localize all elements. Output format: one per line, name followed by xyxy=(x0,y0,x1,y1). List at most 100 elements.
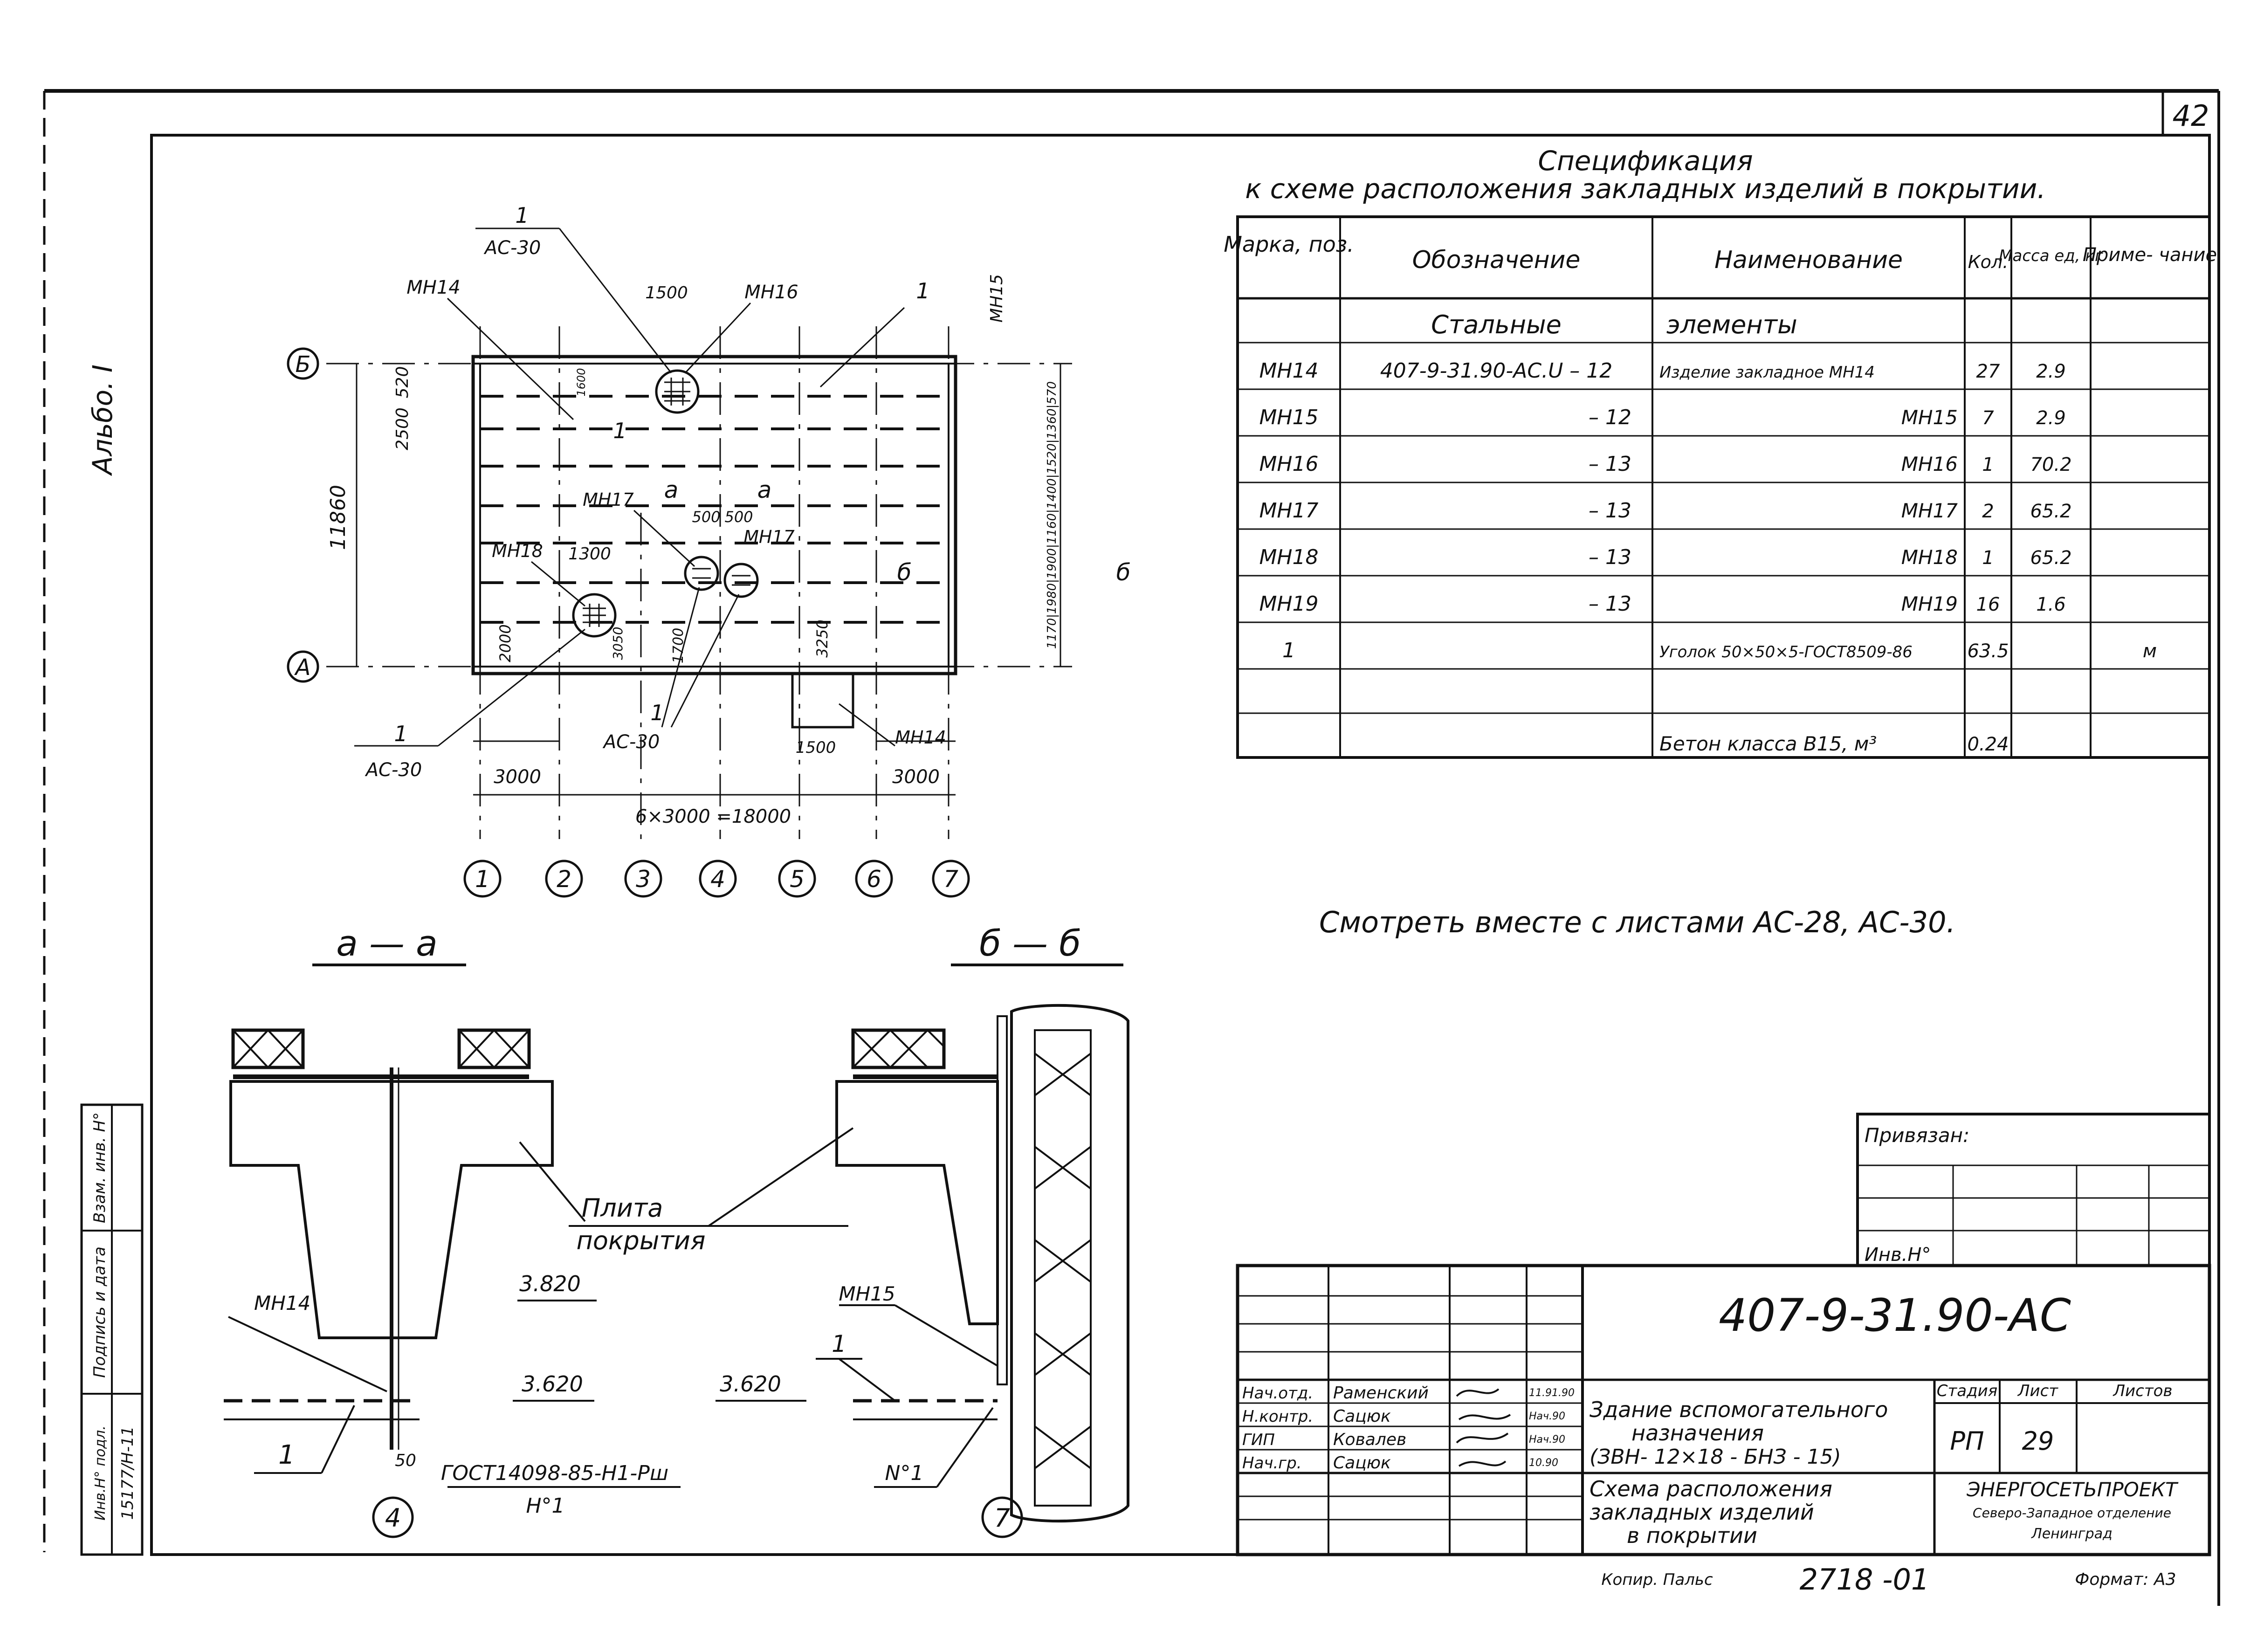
role-2: ГИП xyxy=(1242,1431,1275,1449)
spec-cell-designation: 407-9-31.90-АС.U – 12 xyxy=(1380,359,1613,383)
section-aa-plate-1: Плита xyxy=(582,1193,663,1223)
dim-bay-right: 3000 xyxy=(892,766,940,788)
date-0: 11.91.90 xyxy=(1529,1387,1575,1399)
inv-podl-label: Инв.Н° подл. xyxy=(92,1425,109,1521)
section-bb: б — б МН15 1 3.620 N°1 7 xyxy=(716,922,1129,1538)
mark-mh14-top: МН14 xyxy=(406,277,461,298)
date-2: Нач.90 xyxy=(1529,1434,1565,1446)
signatures xyxy=(1456,1388,1511,1467)
footer-copied: Копир. Пальс xyxy=(1601,1570,1713,1589)
ref-1-top: 1 xyxy=(515,203,529,228)
dim-2500: 2500 xyxy=(393,407,412,450)
mark-mh14-bottom: МН14 xyxy=(895,727,946,748)
spec-cell-qty: 2 xyxy=(1982,501,1994,522)
name-1: Сацюк xyxy=(1333,1407,1391,1426)
section-bb-title: б — б xyxy=(979,922,1081,964)
spec-cell-mass: 65.2 xyxy=(2030,501,2071,522)
doc-code: 407-9-31.90-АС xyxy=(1719,1289,2071,1342)
embedded-parts xyxy=(572,369,759,638)
section-bb-pos: 1 xyxy=(832,1330,846,1357)
spec-cell-designation: – 13 xyxy=(1589,592,1631,616)
hdr-name: Наименование xyxy=(1714,246,1903,274)
axis-columns: 1 2 3 4 5 6 7 xyxy=(463,860,970,898)
spec-cell-name: Уголок 50×50×5-ГОСТ8509-86 xyxy=(1659,643,1913,661)
spec-cell-name: МН19 xyxy=(1901,592,1958,615)
mark-mh17-right: МН17 xyxy=(743,527,795,547)
spec-cell-qty: 27 xyxy=(1976,361,2000,382)
name-2: Ковалев xyxy=(1333,1430,1406,1449)
elev-top: 3.820 xyxy=(519,1271,581,1296)
spec-cell-note: м xyxy=(2143,640,2157,662)
spec-cell-name: МН18 xyxy=(1901,546,1958,569)
plan-dimensions: 11860 3000 3000 6×3000 =18000 1500 1500 … xyxy=(326,283,1061,827)
axis-col-1: 1 xyxy=(475,866,490,893)
section-aa-gost-sub: Н°1 xyxy=(526,1494,564,1518)
stage-value: РП xyxy=(1950,1426,1984,1456)
spec-cell-mark: 1 xyxy=(1282,639,1295,662)
sheet-name-2: закладных изделий xyxy=(1590,1500,1814,1525)
mark-mh15: МН15 xyxy=(987,274,1006,323)
axis-col-2: 2 xyxy=(557,866,571,893)
slab-lines xyxy=(480,395,949,624)
hdr-note: Приме- чание xyxy=(2083,244,2217,266)
org-1: ЭНЕРГОСЕТЬПРОЕКТ xyxy=(1966,1478,2179,1501)
privyazan-label: Привязан: xyxy=(1865,1124,1969,1147)
role-3: Нач.гр. xyxy=(1242,1454,1302,1473)
section-aa-dim: 50 xyxy=(395,1451,416,1470)
footer: Копир. Пальс 2718 -01 Формат: А3 xyxy=(1601,1563,2176,1597)
podp-label: Подпись и дата xyxy=(90,1246,109,1378)
date-1: Нач.90 xyxy=(1529,1411,1565,1422)
ref-ac30-top: АС-30 xyxy=(483,237,541,259)
dim-520: 520 xyxy=(393,366,412,399)
section-a: Стальные xyxy=(1431,310,1562,339)
building-2: назначения xyxy=(1631,1420,1764,1446)
axis-row-b: Б xyxy=(296,351,311,378)
see-also-note: Смотреть вместе с листами АС-28, АС-30. xyxy=(1319,905,1955,939)
spec-title-2: к схеме расположения закладных изделий в… xyxy=(1245,173,2045,205)
dim-right-stack: 1170|1980|1900|1160|1400|1520|1360|570 xyxy=(1045,381,1059,649)
stage-header: Стадия xyxy=(1937,1382,1997,1400)
name-3: Сацюк xyxy=(1333,1453,1391,1473)
spec-cell-qty: 1 xyxy=(1982,454,1994,475)
section-aa-plate-2: покрытия xyxy=(577,1226,706,1255)
dim-total-width: 6×3000 =18000 xyxy=(635,806,791,827)
section-aa-axis: 4 xyxy=(385,1503,401,1533)
dim-2000: 2000 xyxy=(496,624,514,662)
spec-cell-qty: 63.5 xyxy=(1967,640,2009,662)
inv-label: Инв.Н° xyxy=(1865,1244,1931,1266)
dim-total-height: 11860 xyxy=(326,485,350,550)
dim-3250: 3250 xyxy=(813,620,831,657)
ref-1-bottom-left: 1 xyxy=(394,721,407,746)
spec-cell-mark: МН18 xyxy=(1259,545,1318,569)
spec-cell-qty: 1 xyxy=(1982,547,1994,569)
lists-header: Листов xyxy=(2112,1382,2172,1400)
axis-col-6: 6 xyxy=(867,866,881,893)
spec-cell-mark: МН17 xyxy=(1259,499,1318,523)
spec-title-1: Спецификация xyxy=(1538,145,1753,177)
cut-a-left: а xyxy=(664,476,679,503)
spec-cell-mark: МН19 xyxy=(1259,592,1318,616)
footer-number: 2718 -01 xyxy=(1800,1563,1930,1597)
ref-1-mid: 1 xyxy=(613,418,626,443)
dim-500b: 500 xyxy=(724,508,753,526)
org-2: Северо-Западное отделение xyxy=(1973,1505,2171,1521)
list-value: 29 xyxy=(2022,1426,2054,1456)
axis-col-4: 4 xyxy=(710,866,725,893)
footer-format: Формат: А3 xyxy=(2075,1570,2176,1589)
cut-b-left: б xyxy=(897,559,912,586)
cut-a-right: а xyxy=(757,476,772,503)
dim-1600: 1600 xyxy=(575,368,588,396)
axis-row-a: А xyxy=(294,654,311,681)
sheet-frame: 42 xyxy=(43,89,2220,1606)
spec-table: Спецификация к схеме расположения заклад… xyxy=(1224,145,2217,759)
section-aa: а — а Плита покрытия МН14 3.820 3.620 1 … xyxy=(224,922,854,1538)
sheet-name-1: Схема расположения xyxy=(1590,1476,1832,1501)
mark-mh18: МН18 xyxy=(492,541,543,561)
dim-1500-top: 1500 xyxy=(645,283,688,303)
sheet-number: 42 xyxy=(2173,99,2209,133)
spec-cell-mass: 2.9 xyxy=(2036,361,2066,382)
dim-1500-bottom: 1500 xyxy=(796,738,836,757)
spec-cell-mass: 2.9 xyxy=(2036,407,2066,429)
spec-cell-name: МН17 xyxy=(1901,499,1958,522)
spec-cell-designation: – 13 xyxy=(1589,545,1631,569)
